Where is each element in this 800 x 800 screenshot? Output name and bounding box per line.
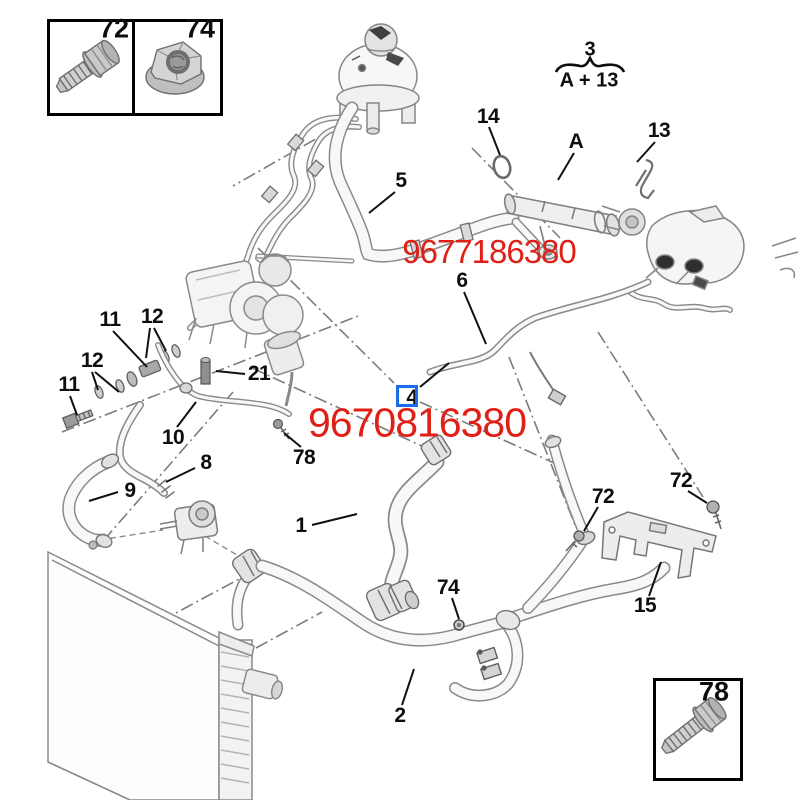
highlight-box-4[interactable] <box>396 385 418 407</box>
bolt-icon <box>55 39 120 94</box>
bleed-hose-clamps <box>260 133 325 204</box>
inset-box-nut-74 <box>132 19 223 116</box>
bolt-72-left <box>565 530 585 552</box>
hose-2-clamp-block <box>476 646 503 681</box>
callout-5[interactable]: 5 <box>395 169 407 192</box>
callout-12-left[interactable]: 12 <box>80 349 104 372</box>
hose-5-clamps <box>409 222 474 260</box>
inset-label-74: 74 <box>184 13 216 44</box>
sensor-wire <box>529 351 567 406</box>
callout-11-top[interactable]: 11 <box>99 308 121 331</box>
water-pump <box>159 500 219 555</box>
callout-11-left[interactable]: 11 <box>58 373 80 396</box>
pipe-10 <box>155 342 292 417</box>
inset-label-78: 78 <box>698 676 730 707</box>
callout-6[interactable]: 6 <box>456 269 468 292</box>
thermostat-lower-hose <box>625 287 733 313</box>
inset-label-72: 72 <box>98 13 130 44</box>
radiator-elbow-clamp <box>232 548 266 584</box>
turbocharger <box>185 253 305 407</box>
flange-nut-icon <box>145 41 205 95</box>
group-note-formula: A + 13 <box>559 69 619 92</box>
hose-9 <box>62 453 120 550</box>
callout-4[interactable]: 4 <box>406 386 418 409</box>
callout-A[interactable]: A <box>568 130 584 153</box>
hose-1 <box>384 454 445 598</box>
stud-21 <box>200 357 211 385</box>
down-tube <box>544 434 596 546</box>
clip-13 <box>635 158 655 200</box>
radiator <box>47 550 284 800</box>
nut-74-mid <box>453 619 465 631</box>
callout-74-mid[interactable]: 74 <box>436 576 460 599</box>
callout-72-right[interactable]: 72 <box>669 469 693 492</box>
callout-14[interactable]: 14 <box>476 105 500 128</box>
expansion-tank <box>336 23 420 135</box>
callout-13[interactable]: 13 <box>647 119 671 142</box>
thermostat-housing <box>601 205 799 291</box>
hose-1-upper-clamp <box>420 434 452 466</box>
pipe-a <box>503 193 621 260</box>
callout-8[interactable]: 8 <box>200 451 212 474</box>
callout-78-mid[interactable]: 78 <box>292 446 316 469</box>
callout-1[interactable]: 1 <box>295 514 307 537</box>
inset-box-screw-78 <box>653 678 743 781</box>
hose-1-lower-clamp <box>365 579 420 622</box>
callout-72-left[interactable]: 72 <box>591 485 615 508</box>
callout-21[interactable]: 21 <box>247 362 271 385</box>
hose-8 <box>115 401 175 499</box>
part-number-lower[interactable]: 9670816380 <box>307 399 527 446</box>
hose-5 <box>328 101 547 263</box>
bolt-72-right <box>706 500 722 530</box>
hose-2 <box>255 534 671 702</box>
callout-2[interactable]: 2 <box>394 704 406 727</box>
o-ring-14 <box>492 154 512 180</box>
bracket-15 <box>601 511 717 579</box>
part-number-upper[interactable]: 9677186380 <box>402 233 577 270</box>
callout-10[interactable]: 10 <box>161 426 185 449</box>
screw-icon <box>661 697 727 755</box>
callout-12-top[interactable]: 12 <box>140 305 164 328</box>
callout-9[interactable]: 9 <box>124 479 136 502</box>
dash-dot-lines <box>61 127 704 649</box>
hose-6 <box>426 278 652 376</box>
leader-lines <box>69 126 708 706</box>
group-brace <box>554 55 626 73</box>
assembly-dashed-lines <box>99 529 243 559</box>
group-note-count: 3 <box>584 38 596 61</box>
callout-15[interactable]: 15 <box>633 594 657 617</box>
inset-box-bolt-72 <box>47 19 138 116</box>
